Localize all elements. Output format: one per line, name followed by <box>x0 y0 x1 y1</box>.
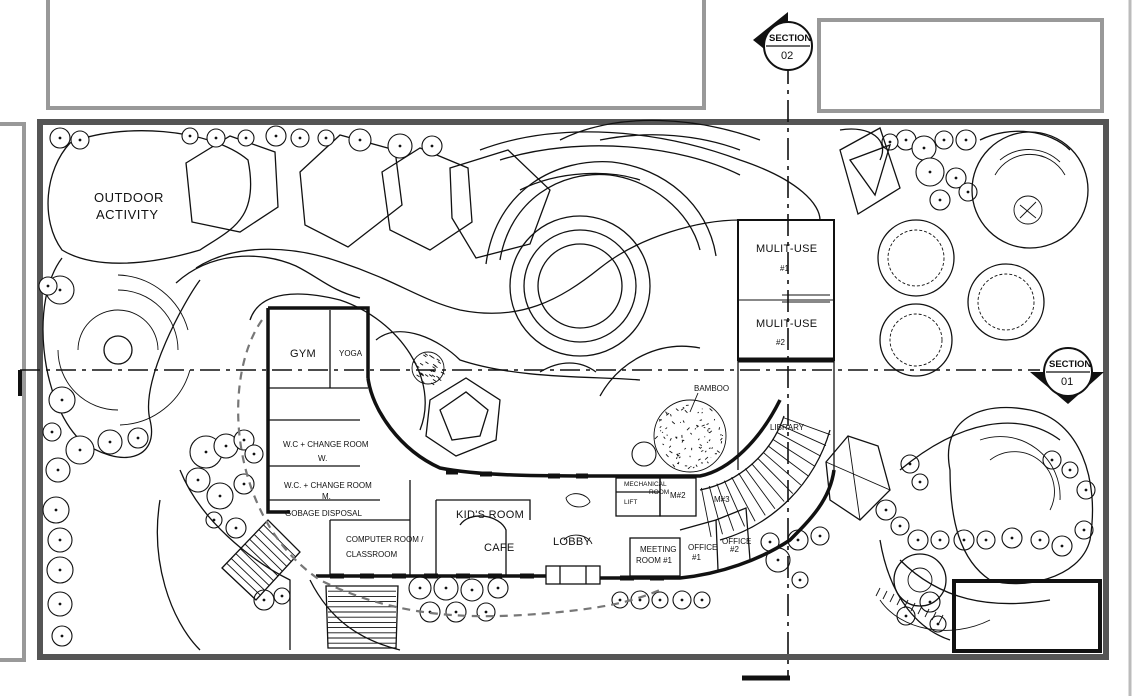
label-wc-m: W.C. + CHANGE ROOM <box>284 481 372 490</box>
label-computer-2: CLASSROOM <box>346 550 397 559</box>
svg-text:02: 02 <box>781 50 793 62</box>
label-m2: M#2 <box>670 491 686 500</box>
label-kids: KID'S ROOM <box>456 509 524 521</box>
facade-marks <box>330 470 664 581</box>
library-stairs <box>700 416 830 540</box>
section-01-marker: SECTION 01 <box>1030 348 1104 404</box>
svg-text:01: 01 <box>1061 376 1073 388</box>
tree-group <box>39 126 1095 646</box>
label-outdoor-activity: OUTDOOR <box>94 190 164 205</box>
label-wc-w: W.C + CHANGE ROOM <box>283 440 369 449</box>
section-line-02 <box>742 62 790 680</box>
bottom-right-box <box>954 581 1100 651</box>
label-cafe: CAFE <box>484 542 515 554</box>
label-lift: LIFT <box>624 499 637 506</box>
label-wc-m-2: M. <box>322 492 331 501</box>
label-multi2: MULIT-USE <box>756 318 817 330</box>
building-outline <box>268 220 834 578</box>
label-yoga: YOGA <box>339 349 363 358</box>
svg-text:SECTION: SECTION <box>769 33 811 44</box>
pavilion-shapes <box>426 128 900 520</box>
label-bamboo: BAMBOO <box>694 384 729 393</box>
label-multi2-2: #2 <box>776 338 785 347</box>
section-02-marker: SECTION 02 <box>753 12 812 70</box>
top-left-title-block <box>48 0 704 108</box>
label-meeting-2: ROOM #1 <box>636 556 673 565</box>
top-right-title-block <box>819 0 1139 111</box>
label-m3: M#3 <box>714 495 730 504</box>
label-outdoor-activity-2: ACTIVITY <box>96 207 159 222</box>
svg-text:SECTION: SECTION <box>1049 359 1091 370</box>
garden-curve <box>250 294 425 430</box>
label-wc-w-2: W. <box>318 454 327 463</box>
label-gobage: GOBAGE DISPOSAL <box>285 509 362 518</box>
label-gym: GYM <box>290 348 316 360</box>
label-mechanical-2: ROOM <box>649 489 669 496</box>
label-office1: OFFICE <box>688 543 717 552</box>
interior-walls <box>268 295 834 576</box>
label-lobby: LOBBY <box>553 536 592 548</box>
label-office1-2: #1 <box>692 553 701 562</box>
label-computer: COMPUTER ROOM / <box>346 535 424 544</box>
label-meeting: MEETING <box>640 545 676 554</box>
label-multi1: MULIT-USE <box>756 243 817 255</box>
label-office2-2: #2 <box>730 545 739 554</box>
label-multi1-2: #1 <box>780 264 789 273</box>
label-library: LIBRARY <box>770 423 805 432</box>
garden-curve-2 <box>376 332 640 380</box>
label-mechanical: MECHANICAL <box>624 481 667 488</box>
